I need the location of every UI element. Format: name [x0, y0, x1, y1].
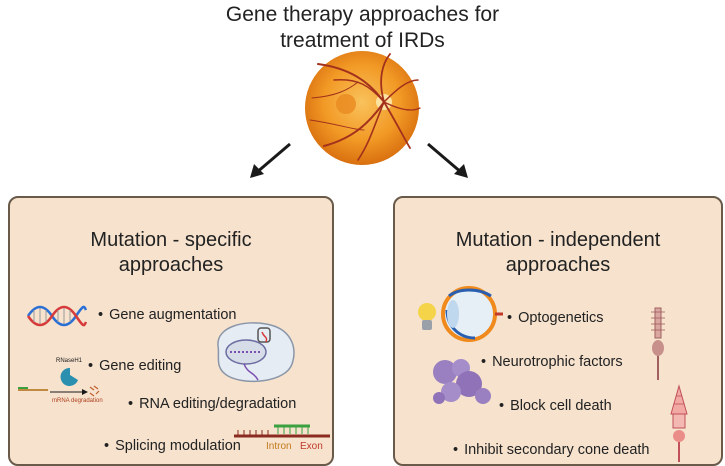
left-heading-line-2: approaches — [118, 254, 224, 276]
neurotrophic-factors-icon — [433, 359, 491, 404]
title-line-2: treatment of IRDs — [280, 29, 445, 52]
diagram-title: Gene therapy approaches for treatment of… — [0, 2, 725, 54]
title-line-1: Gene therapy approaches for — [225, 3, 500, 26]
right-heading-line-1: Mutation - independent — [455, 229, 661, 251]
item-inhibit-secondary-cone-death: •Inhibit secondary cone death — [453, 442, 650, 458]
photoreceptor-cone-icon — [670, 384, 688, 462]
rnase-label: RNaseH1 — [56, 358, 83, 364]
mrna-degradation-label: mRNA degradation — [52, 398, 103, 404]
intron-label: Intron — [266, 441, 292, 452]
mutation-independent-panel: Mutation - independent approaches •Optog… — [393, 196, 723, 466]
item-optogenetics: •Optogenetics — [507, 310, 604, 326]
item-splicing-modulation: •Splicing modulation — [104, 438, 241, 454]
dna-helix-icon — [26, 305, 88, 327]
retina-fundus-image — [305, 51, 421, 165]
splicing-icon — [234, 424, 330, 438]
cell-vector-icon — [217, 322, 295, 383]
item-neurotrophic-factors: •Neurotrophic factors — [481, 354, 623, 370]
photoreceptor-rod-icon — [651, 307, 665, 380]
arrow-to-right-panel — [427, 142, 468, 178]
mrna-degradation-icon — [18, 385, 100, 397]
arrow-to-left-panel — [250, 142, 291, 178]
eye-icon — [441, 286, 503, 342]
item-gene-editing: •Gene editing — [88, 358, 182, 374]
left-heading-line-1: Mutation - specific — [90, 229, 252, 251]
mutation-specific-panel: Mutation - specific approaches •Gene aug… — [8, 196, 334, 466]
item-block-cell-death: •Block cell death — [499, 398, 612, 414]
exon-label: Exon — [300, 441, 323, 452]
right-panel-heading: Mutation - independent approaches — [395, 228, 721, 278]
right-heading-line-2: approaches — [505, 254, 611, 276]
item-rna-editing: •RNA editing/degradation — [128, 396, 297, 412]
rnase-icon — [60, 367, 78, 386]
left-panel-heading: Mutation - specific approaches — [10, 228, 332, 278]
item-gene-augmentation: •Gene augmentation — [98, 307, 237, 323]
lightbulb-icon — [418, 303, 436, 330]
